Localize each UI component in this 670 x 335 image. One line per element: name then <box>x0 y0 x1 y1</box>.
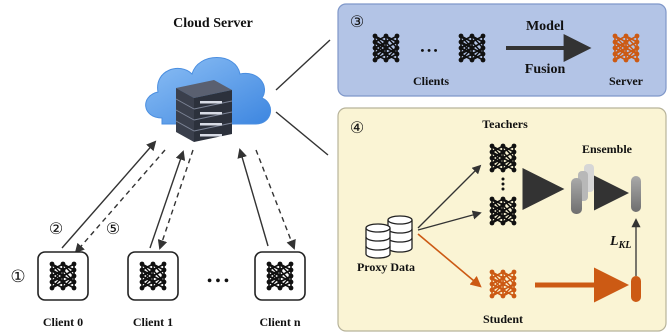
step-marker-1: ① <box>10 267 25 286</box>
fusion-arrow-label-bottom: Fusion <box>525 62 566 77</box>
server-rack-icon <box>175 80 233 142</box>
connector-line-upper <box>275 39 331 91</box>
connector-line-lower <box>275 111 329 156</box>
arrow-upload-clientn <box>237 148 269 247</box>
student-label: Student <box>483 312 523 326</box>
arrow-download-clientn <box>255 149 296 250</box>
proxy-data-database-icon <box>365 215 413 259</box>
teacher-logits-stack <box>571 164 594 214</box>
client-label-1: Client 1 <box>133 315 173 329</box>
client-box-1 <box>127 251 179 301</box>
client-ellipsis: • • • <box>207 274 229 289</box>
proxy-data-label: Proxy Data <box>357 260 415 274</box>
arrow-upload-client1 <box>149 150 186 249</box>
arrow-download-client1 <box>157 149 194 250</box>
kl-loss-label: LKL <box>609 234 631 251</box>
server-title: Cloud Server <box>173 16 253 31</box>
arrow-upload-client0 <box>61 140 157 249</box>
teachers-label: Teachers <box>482 117 528 131</box>
step-marker-2: ② <box>49 221 63 238</box>
teacher-vertical-ellipsis <box>501 177 505 191</box>
step-marker-4: ④ <box>350 120 364 137</box>
model-fusion-panel <box>337 3 667 97</box>
proxy-to-student-arrow <box>417 233 482 288</box>
student-logit-bar <box>631 276 641 302</box>
client-label-n: Client n <box>259 315 300 329</box>
proxy-to-teacher2-arrow <box>417 210 482 231</box>
step-marker-3: ③ <box>350 14 364 31</box>
step-marker-5: ⑤ <box>106 221 120 238</box>
fusion-server-label: Server <box>609 74 644 88</box>
client-box-0 <box>37 251 89 301</box>
ensemble-logit-bar <box>631 176 641 212</box>
ensemble-label: Ensemble <box>582 142 633 156</box>
fusion-arrow-label-top: Model <box>526 19 564 34</box>
client-box-n <box>254 251 306 301</box>
client-label-0: Client 0 <box>43 315 83 329</box>
fusion-clients-label: Clients <box>413 74 449 88</box>
fusion-client-ellipsis: • • • <box>420 45 437 57</box>
arrow-download-client0 <box>74 149 166 254</box>
proxy-to-teacher1-arrow <box>417 164 482 229</box>
ensemble-distillation-panel <box>337 107 667 332</box>
